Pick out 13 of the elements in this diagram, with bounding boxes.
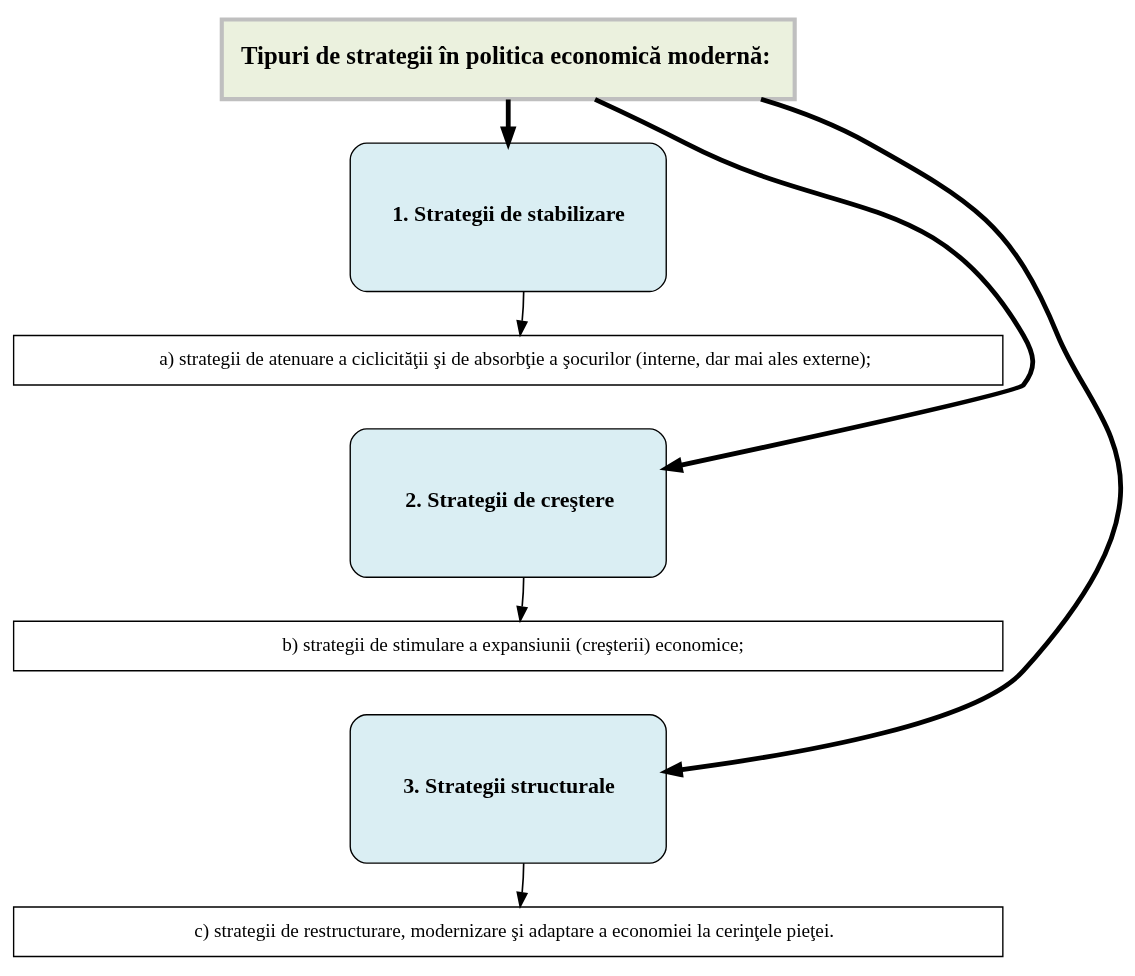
node-box: 2. Strategii de creştere (349, 428, 667, 578)
node-box: 3. Strategii structurale (349, 714, 667, 864)
node-box: c) strategii de restructurare, modernizare şi adaptare a economiei la cerinţele pieţei. (12, 906, 1004, 958)
arrow (516, 576, 529, 624)
node-box: a) strategii de atenuare a ciclicităţii şi de absorbţie a şocurilor (interne, dar mai ales externe); (12, 334, 1004, 386)
arrow (500, 99, 517, 150)
arrow (659, 97, 1123, 778)
arrow (516, 290, 529, 338)
node-box: Tipuri de strategii în politica economică modernă: (219, 17, 797, 102)
node-box: 1. Strategii de stabilizare (349, 142, 667, 293)
node-box: b) strategii de stimulare a expansiunii (creşterii) economice; (12, 620, 1004, 672)
arrow (516, 862, 529, 910)
arrow (594, 97, 1035, 473)
